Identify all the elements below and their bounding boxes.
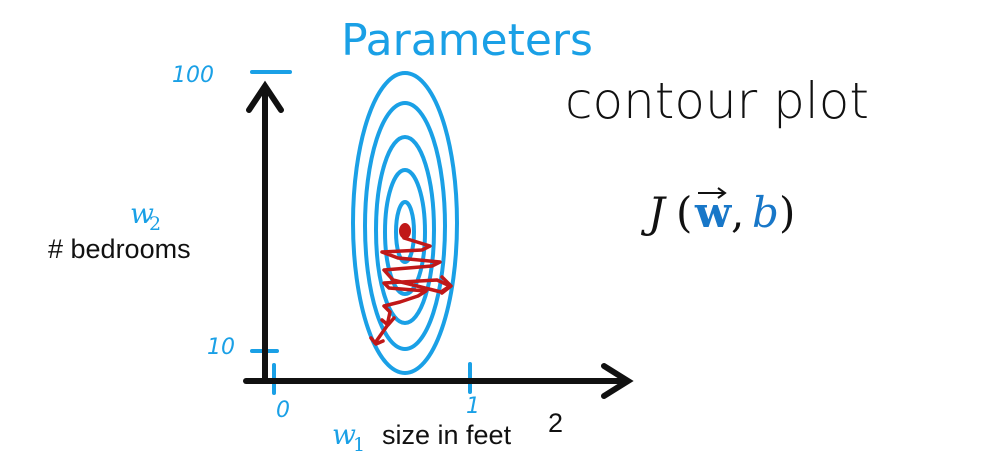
minimum-point-marker: [399, 223, 411, 239]
formula-vector-w: w: [694, 188, 732, 237]
x-axis-label: w 1 size in feet 2: [332, 408, 563, 456]
contour-ring-1: [351, 71, 459, 375]
contour-ring-3: [374, 135, 436, 325]
formula-b: b: [752, 188, 779, 237]
contour-ellipses: [351, 71, 459, 375]
descent-start-arrow-icon: [369, 336, 385, 346]
y-axis-arrow-icon: [246, 80, 284, 113]
x-axis-superscript: 2: [548, 408, 563, 438]
y-axis-description: # bedrooms: [48, 234, 191, 264]
contour-ring-2: [363, 101, 447, 351]
formula-comma: ,: [731, 188, 744, 237]
descent-turn-arrow-icon: [440, 275, 453, 295]
gradient-descent-path: [369, 236, 453, 346]
contour-ring-5: [394, 200, 416, 264]
y-axis-label: w 2 # bedrooms: [48, 197, 191, 264]
contour-plot-annotation: contour plot: [565, 72, 869, 130]
descent-step-arrow-icon: [380, 316, 396, 327]
formula-open-paren: (: [676, 188, 692, 237]
x-axis-symbol: w: [332, 418, 356, 451]
x-tick-label-1: 1: [466, 394, 480, 419]
contour-ring-4: [383, 168, 427, 296]
formula-close-paren: ): [779, 188, 795, 237]
x-axis-subscript: 1: [353, 434, 365, 456]
y-tick-label-100: 100: [172, 63, 214, 88]
cost-function-formula: J ( w , b ): [640, 187, 795, 237]
x-axis-description: size in feet: [382, 420, 512, 450]
y-axis-subscript: 2: [149, 213, 161, 235]
axes: [243, 80, 634, 399]
y-axis-symbol: w: [130, 197, 154, 230]
x-tick-label-0: 0: [276, 398, 290, 423]
formula-func: J: [640, 188, 667, 237]
vector-arrow-icon: [698, 187, 727, 199]
x-axis-arrow-icon: [601, 363, 634, 399]
y-tick-label-10: 10: [207, 335, 235, 360]
diagram-title: Parameters: [341, 15, 593, 66]
